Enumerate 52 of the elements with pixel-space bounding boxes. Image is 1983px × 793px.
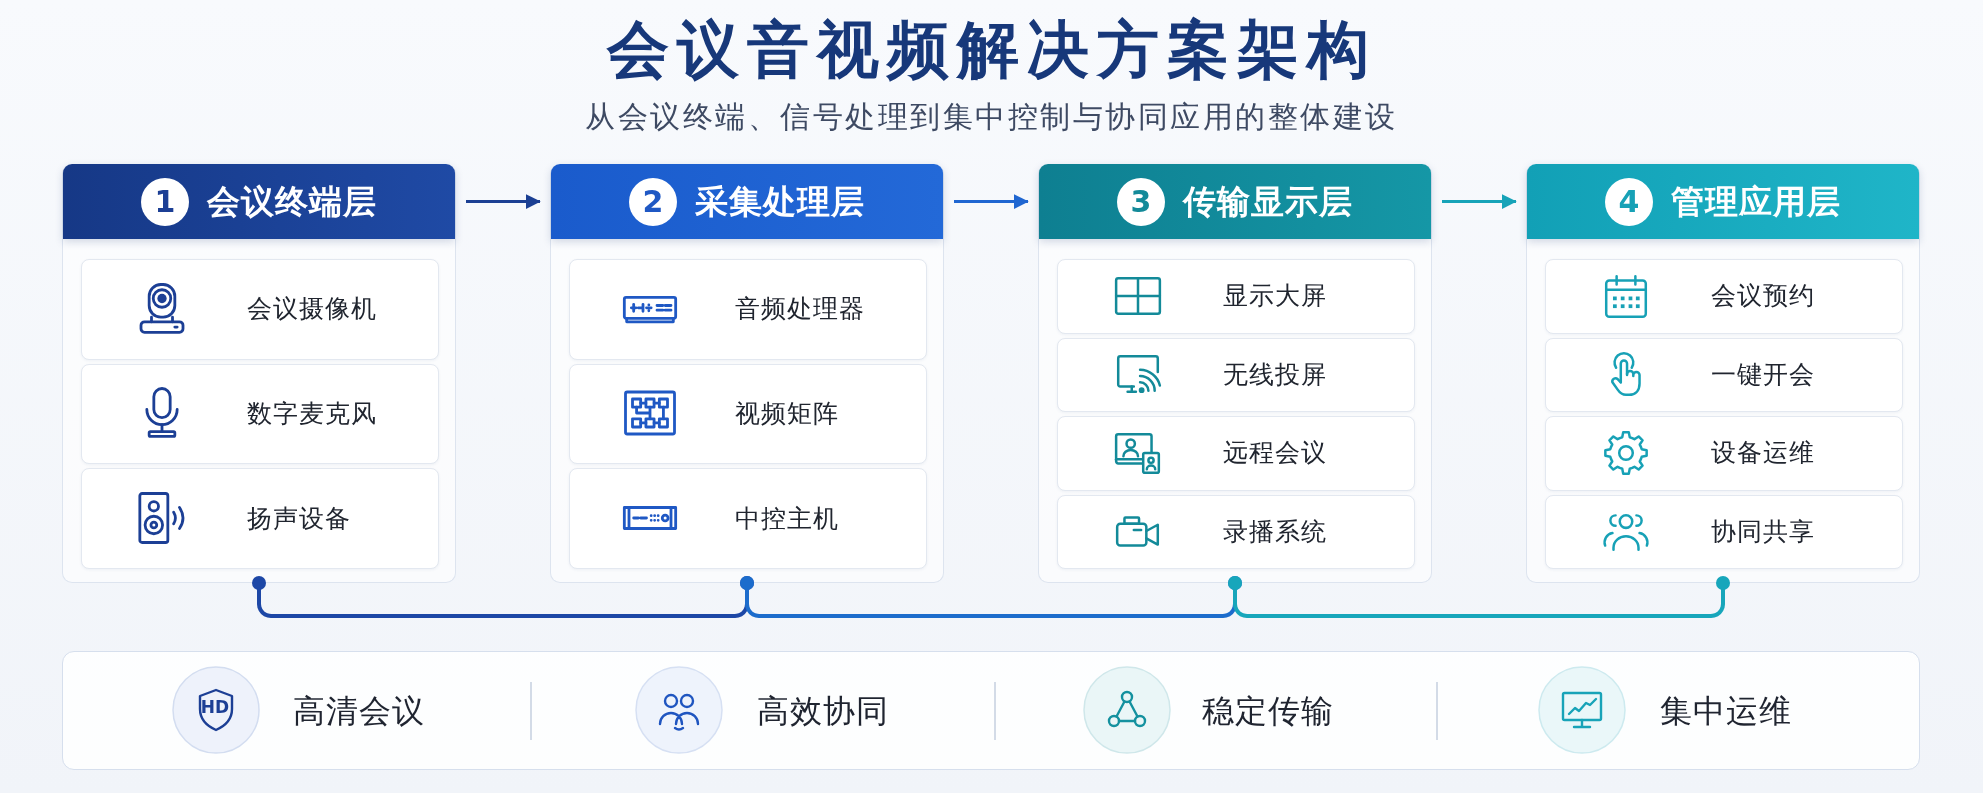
item-card [1545,494,1903,569]
feature-label: 高清会议 [293,691,425,730]
arrow [954,194,1029,209]
item-card [1545,337,1903,412]
item-card [1545,259,1903,334]
item-card [1057,259,1415,334]
step-number: 4 [1605,177,1653,226]
item-card [1057,337,1415,412]
item-label: 设备运维 [1711,438,1815,469]
item-label: 无线投屏 [1223,359,1327,390]
title: 会议音视频解决方案架构 [606,14,1377,86]
item-card [1057,416,1415,491]
step-number: 2 [629,177,677,226]
layer-card [1526,164,1920,583]
item-card [569,468,927,569]
feature-panel [62,651,1920,770]
item-label: 会议摄像机 [247,294,377,325]
item-label: 远程会议 [1223,438,1327,469]
shield-text: HD [200,697,230,717]
layer-title: 采集处理层 [695,181,865,222]
layer-card [550,164,944,583]
arrow [1442,194,1517,209]
item-card [81,259,439,360]
arrow [466,194,541,209]
item-card [81,468,439,569]
item-card [1057,494,1415,569]
item-card [569,363,927,465]
connector-line [1228,576,1730,618]
item-label: 视频矩阵 [735,399,839,429]
item-label: 数字麦克风 [247,399,377,429]
item-card [1545,416,1903,491]
layer-title: 会议终端层 [207,181,377,222]
layer-card [62,164,456,583]
item-label: 显示大屏 [1223,281,1327,312]
step-number: 3 [1117,177,1165,226]
step-number: 1 [141,177,189,226]
feature-label: 集中运维 [1660,691,1792,730]
item-label: 会议预约 [1711,281,1815,312]
item-label: 录播系统 [1223,516,1327,547]
feature-label: 稳定传输 [1202,691,1334,730]
item-card [81,363,439,465]
item-label: 中控主机 [735,503,839,534]
item-label: 一键开会 [1711,359,1815,390]
layer-title: 传输显示层 [1183,181,1353,222]
layer-title: 管理应用层 [1671,181,1841,222]
subtitle: 从会议终端、信号处理到集中控制与协同应用的整体建设 [585,98,1398,136]
feature-label: 高效协同 [757,691,889,730]
item-label: 协同共享 [1711,516,1815,547]
layer-card [1038,164,1432,583]
item-card [569,259,927,360]
item-label: 扬声设备 [247,503,351,534]
item-label: 音频处理器 [735,294,865,325]
